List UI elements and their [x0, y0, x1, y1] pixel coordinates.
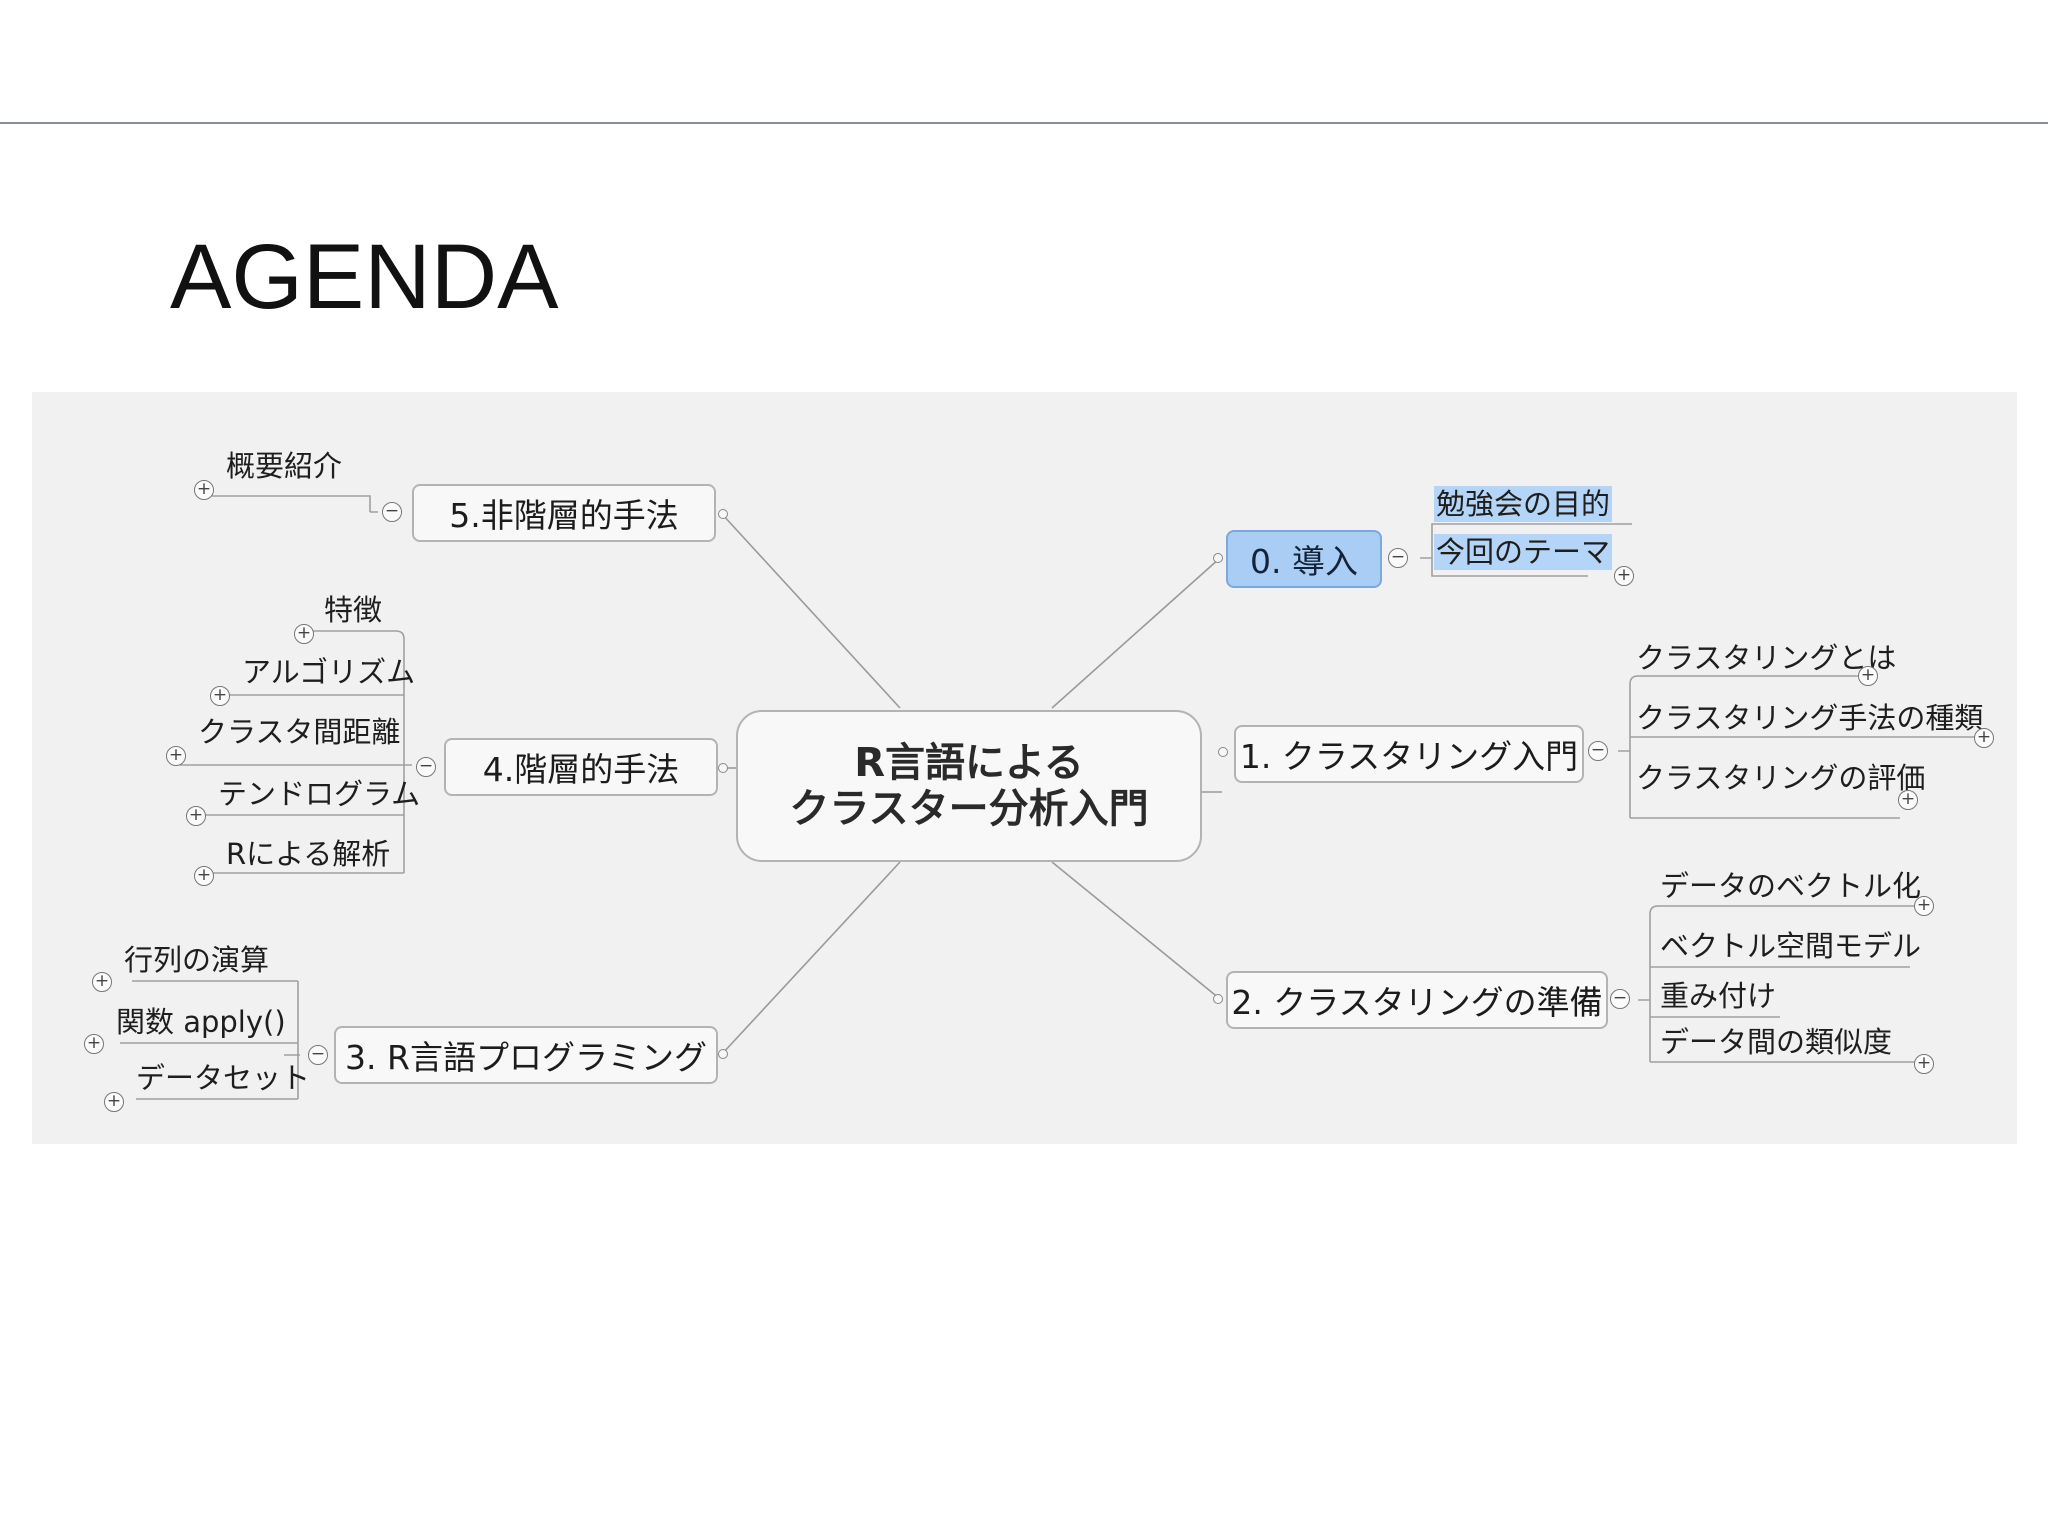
collapse-toggle-3[interactable]: −	[308, 1045, 328, 1065]
expand-toggle[interactable]: +	[84, 1034, 104, 1054]
slide-title: AGENDA	[170, 226, 559, 328]
expand-toggle[interactable]: +	[210, 686, 230, 706]
branch-4-hierarchical[interactable]: 4.階層的手法	[444, 738, 718, 796]
collapse-toggle-0[interactable]: −	[1388, 548, 1408, 568]
leaf-data-similarity[interactable]: データ間の類似度	[1660, 1025, 1893, 1059]
leaf-study-purpose[interactable]: 勉強会の目的	[1434, 486, 1613, 522]
connector-dot	[1213, 994, 1223, 1004]
expand-toggle[interactable]: +	[194, 480, 214, 500]
leaf-features[interactable]: 特徴	[324, 593, 383, 627]
collapse-toggle-2[interactable]: −	[1610, 989, 1630, 1009]
leaf-weighting[interactable]: 重み付け	[1660, 979, 1777, 1013]
central-topic-line2: クラスター分析入門	[789, 786, 1149, 832]
expand-toggle[interactable]: +	[166, 746, 186, 766]
leaf-what-is-clustering[interactable]: クラスタリングとは	[1636, 641, 1897, 675]
connector-dot	[718, 763, 728, 773]
expand-toggle[interactable]: +	[1914, 896, 1934, 916]
central-topic-line1: R言語による	[854, 740, 1084, 786]
expand-toggle[interactable]: +	[104, 1092, 124, 1112]
leaf-overview[interactable]: 概要紹介	[226, 449, 343, 483]
branch-2-clustering-prep[interactable]: 2. クラスタリングの準備	[1226, 971, 1608, 1029]
expand-toggle[interactable]: +	[1974, 728, 1994, 748]
leaf-dataset[interactable]: データセット	[136, 1061, 311, 1095]
expand-toggle[interactable]: +	[194, 866, 214, 886]
expand-toggle[interactable]: +	[1898, 790, 1918, 810]
leaf-data-vectorization[interactable]: データのベクトル化	[1660, 869, 1922, 903]
mindmap-connectors	[120, 495, 1976, 1100]
expand-toggle[interactable]: +	[1858, 666, 1878, 686]
branch-5-non-hierarchical[interactable]: 5.非階層的手法	[412, 484, 716, 542]
connector-dot	[1218, 747, 1228, 757]
collapse-toggle-1[interactable]: −	[1588, 741, 1608, 761]
connector-dot	[718, 1049, 728, 1059]
expand-toggle[interactable]: +	[1614, 566, 1634, 586]
leaf-apply-function[interactable]: 関数 apply()	[116, 1005, 286, 1039]
expand-toggle[interactable]: +	[294, 624, 314, 644]
branch-3-r-programming[interactable]: 3. R言語プログラミング	[334, 1026, 718, 1084]
leaf-clustering-evaluation[interactable]: クラスタリングの評価	[1636, 761, 1926, 795]
mindmap-panel: R言語による クラスター分析入門 0. 導入 1. クラスタリング入門 2. ク…	[32, 392, 2017, 1144]
leaf-inter-cluster-distance[interactable]: クラスタ間距離	[198, 715, 401, 749]
header-rule	[0, 122, 2048, 124]
connector-dot	[718, 509, 728, 519]
branch-1-clustering-intro[interactable]: 1. クラスタリング入門	[1234, 725, 1584, 783]
expand-toggle[interactable]: +	[92, 972, 112, 992]
leaf-matrix-operations[interactable]: 行列の演算	[124, 943, 270, 977]
collapse-toggle-5[interactable]: −	[382, 502, 402, 522]
expand-toggle[interactable]: +	[186, 806, 206, 826]
branch-0-intro[interactable]: 0. 導入	[1226, 530, 1382, 588]
connector-dot	[1213, 553, 1223, 563]
leaf-analysis-with-r[interactable]: Rによる解析	[226, 837, 391, 871]
expand-toggle[interactable]: +	[1914, 1054, 1934, 1074]
central-topic[interactable]: R言語による クラスター分析入門	[736, 710, 1202, 862]
leaf-todays-theme[interactable]: 今回のテーマ	[1434, 534, 1613, 570]
leaf-dendrogram[interactable]: テンドログラム	[218, 777, 421, 811]
collapse-toggle-4[interactable]: −	[416, 757, 436, 777]
leaf-algorithm[interactable]: アルゴリズム	[242, 655, 416, 689]
leaf-vector-space-model[interactable]: ベクトル空間モデル	[1660, 929, 1922, 963]
leaf-clustering-method-types[interactable]: クラスタリング手法の種類	[1636, 701, 1984, 735]
